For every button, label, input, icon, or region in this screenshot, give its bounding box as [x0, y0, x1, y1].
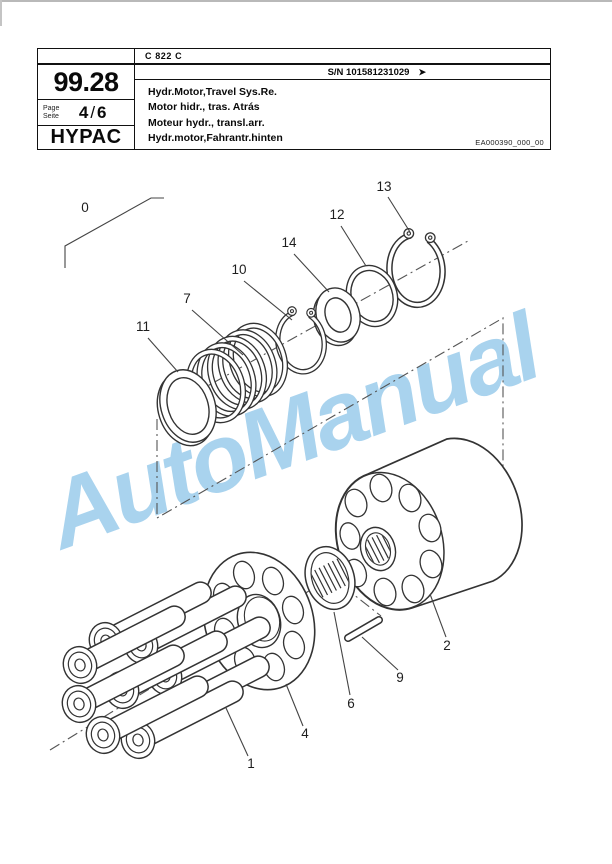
page-labels: Page Seite [38, 105, 59, 121]
part-washer-11 [156, 369, 217, 447]
title-german: Hydr.motor,Fahrantr.hinten [148, 131, 283, 144]
drawing-reference: EA000390_000_00 [475, 138, 544, 147]
leader-4 [285, 683, 304, 727]
bushing-spline-teeth [309, 558, 351, 598]
callout-7: 7 [183, 291, 191, 306]
leader-lines [147, 196, 447, 757]
part-ring-12 [345, 264, 399, 328]
leader-14 [293, 253, 330, 293]
callout-11: 11 [136, 319, 150, 334]
callout-6: 6 [347, 696, 355, 711]
title-spanish: Motor hidr., tras. Atrás [148, 101, 260, 114]
cylinder-bores [339, 473, 443, 607]
callout-13: 13 [376, 179, 391, 194]
title-block: Hydr.Motor,Travel Sys.Re. Motor hidr., t… [135, 80, 550, 149]
title-english: Hydr.Motor,Travel Sys.Re. [148, 86, 277, 98]
snap-ring-ear [424, 232, 436, 244]
part-washer-14 [312, 287, 361, 347]
axis-fold-line [156, 317, 504, 519]
callout-9: 9 [396, 670, 404, 685]
callout-10: 10 [231, 262, 246, 277]
callout-12: 12 [329, 207, 344, 222]
callout-4: 4 [301, 726, 309, 741]
scan-edge-top [0, 0, 612, 2]
page-indicator: Page Seite 4/6 [38, 100, 134, 126]
snap-ring-ear [287, 306, 297, 316]
part-cylinder-block-2 [334, 437, 523, 611]
page-total: 6 [97, 102, 107, 122]
serial-row: S/N 101581231029 ➤ [135, 65, 550, 80]
callout-1: 1 [247, 756, 255, 771]
leader-6 [333, 611, 351, 696]
header-right-column: C 822 C S/N 101581231029 ➤ Hydr.Motor,Tr… [135, 49, 550, 149]
leader-1 [225, 707, 249, 757]
callout-2: 2 [443, 638, 451, 653]
callout-0: 0 [81, 200, 89, 215]
snap-ring-ear [306, 307, 316, 318]
scan-edge-left [0, 0, 2, 26]
leader-11 [147, 337, 179, 373]
callout-labels: 0 1 2 4 6 7 9 10 11 12 13 14 [81, 179, 451, 771]
leader-12 [340, 225, 367, 267]
serial-arrow-icon: ➤ [418, 66, 426, 77]
cylinder-spline-bore [359, 526, 397, 572]
part-snap-ring-13 [386, 228, 446, 309]
part-bushing-6 [304, 545, 356, 611]
section-number: 99.28 [38, 65, 134, 101]
part-pin-9 [344, 616, 383, 642]
leader-13 [387, 196, 411, 233]
page-separator: / [90, 102, 96, 122]
part-snap-ring-10 [275, 306, 327, 375]
brand-logo: HYPAC [50, 126, 122, 148]
header-blank-cell [38, 49, 134, 65]
callout-14: 14 [281, 235, 297, 250]
assembly-group-bracket [64, 197, 164, 268]
serial-number: S/N 101581231029 [327, 66, 410, 78]
header-table: 99.28 Page Seite 4/6 HYPAC C 822 C S/N 1… [37, 48, 551, 150]
title-french: Moteur hydr., transl.arr. [148, 116, 265, 129]
page-number: 4/6 [59, 103, 134, 123]
leader-9 [361, 636, 399, 671]
leader-7 [191, 309, 244, 356]
model-code: C 822 C [135, 49, 550, 65]
header-left-column: 99.28 Page Seite 4/6 HYPAC [38, 49, 135, 149]
page-label-en: Page [43, 104, 60, 112]
page-label-de: Seite [43, 112, 59, 120]
page-current: 4 [78, 102, 89, 122]
leader-10 [243, 280, 293, 321]
leader-2 [429, 593, 447, 638]
